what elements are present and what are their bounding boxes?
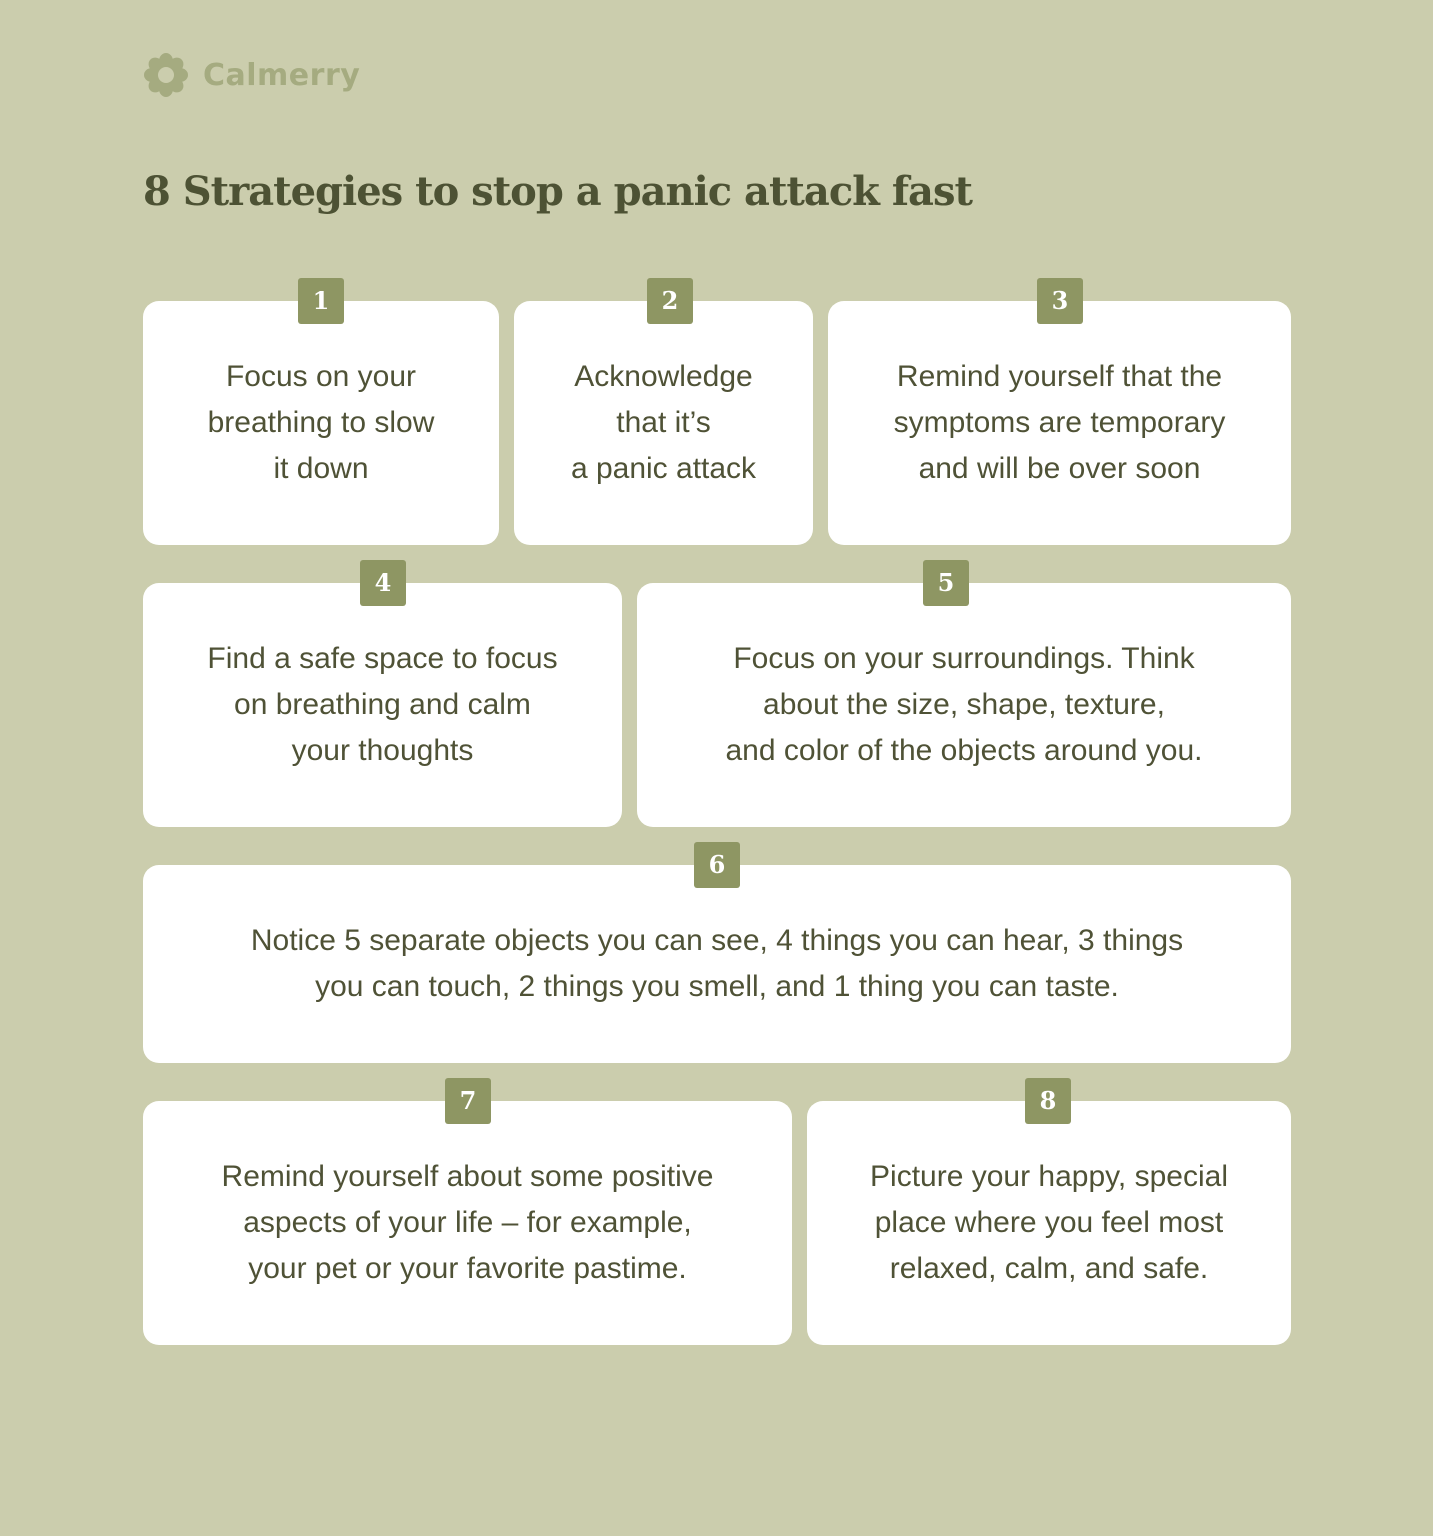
strategy-card-3: Remind yourself that the symptoms are te…: [828, 301, 1291, 545]
strategy-text: Remind yourself that the symptoms are te…: [893, 360, 1226, 485]
strategy-number-badge: 7: [445, 1078, 491, 1124]
page-title: 8 Strategies to stop a panic attack fast: [143, 168, 973, 215]
strategy-number-badge: 1: [298, 278, 344, 324]
strategy-text: Notice 5 separate objects you can see, 4…: [250, 924, 1184, 1003]
strategy-text: Find a safe space to focus on breathing …: [207, 642, 558, 767]
strategy-text: Acknowledge that it’s a panic attack: [570, 360, 757, 485]
strategy-number-badge: 3: [1037, 278, 1083, 324]
strategy-text: Focus on your breathing to slow it down: [207, 360, 435, 485]
strategy-card-1: Focus on your breathing to slow it down: [143, 301, 499, 545]
strategy-number-badge: 2: [647, 278, 693, 324]
flower-icon: [143, 52, 189, 98]
strategy-text: Picture your happy, special place where …: [870, 1160, 1228, 1285]
brand-name: Calmerry: [203, 57, 361, 93]
strategy-card-5: Focus on your surroundings. Think about …: [637, 583, 1291, 827]
brand-logo: Calmerry: [143, 52, 360, 98]
strategy-number-badge: 4: [360, 560, 406, 606]
strategy-text: Remind yourself about some positive aspe…: [221, 1160, 714, 1285]
strategy-number-badge: 5: [923, 560, 969, 606]
strategy-number-badge: 6: [694, 842, 740, 888]
strategy-card-7: Remind yourself about some positive aspe…: [143, 1101, 792, 1345]
strategy-card-6: Notice 5 separate objects you can see, 4…: [143, 865, 1291, 1063]
strategy-card-2: Acknowledge that it’s a panic attack: [514, 301, 813, 545]
strategy-number-badge: 8: [1025, 1078, 1071, 1124]
strategy-card-8: Picture your happy, special place where …: [807, 1101, 1291, 1345]
strategy-card-4: Find a safe space to focus on breathing …: [143, 583, 622, 827]
strategy-text: Focus on your surroundings. Think about …: [725, 642, 1203, 767]
